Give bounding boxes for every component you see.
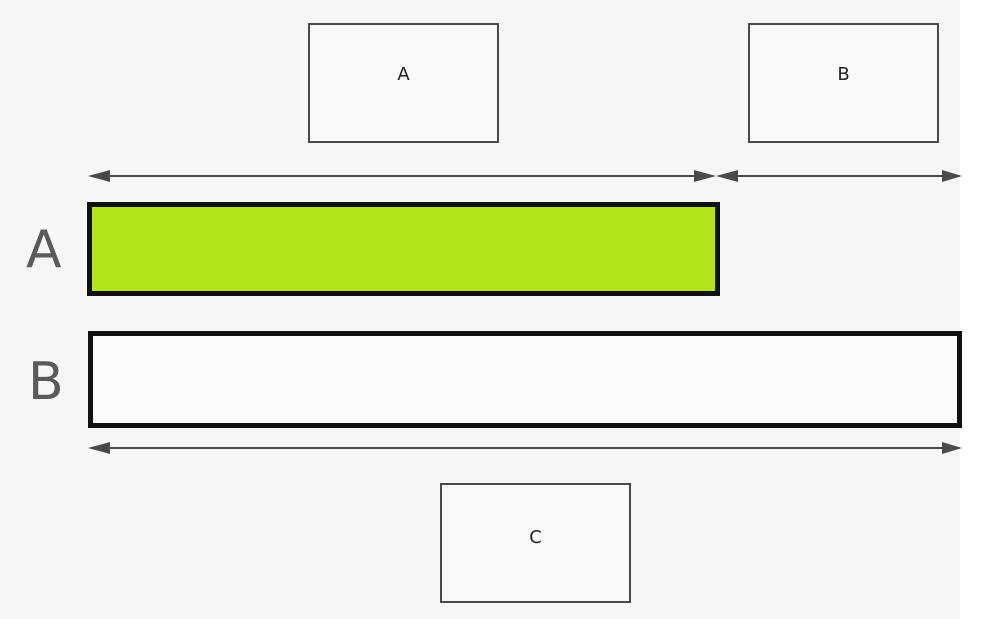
arrow-b-right-head <box>942 170 962 182</box>
box-b-label: B <box>837 63 850 85</box>
arrow-c-right-head <box>942 442 962 454</box>
bar-a <box>87 202 720 296</box>
box-a: A <box>308 23 499 143</box>
arrow-b-left-head <box>716 170 738 182</box>
box-c-label: C <box>529 526 542 548</box>
box-a-label: A <box>397 63 410 85</box>
arrow-a-right-head <box>694 170 716 182</box>
row-a-letter: A <box>26 220 62 280</box>
arrow-c-left-head <box>88 442 110 454</box>
box-c: C <box>440 483 631 603</box>
page-right-margin <box>960 0 1004 619</box>
box-b: B <box>748 23 939 143</box>
row-b-letter: B <box>28 352 64 412</box>
arrow-a-left-head <box>88 170 110 182</box>
bar-b <box>88 331 962 428</box>
